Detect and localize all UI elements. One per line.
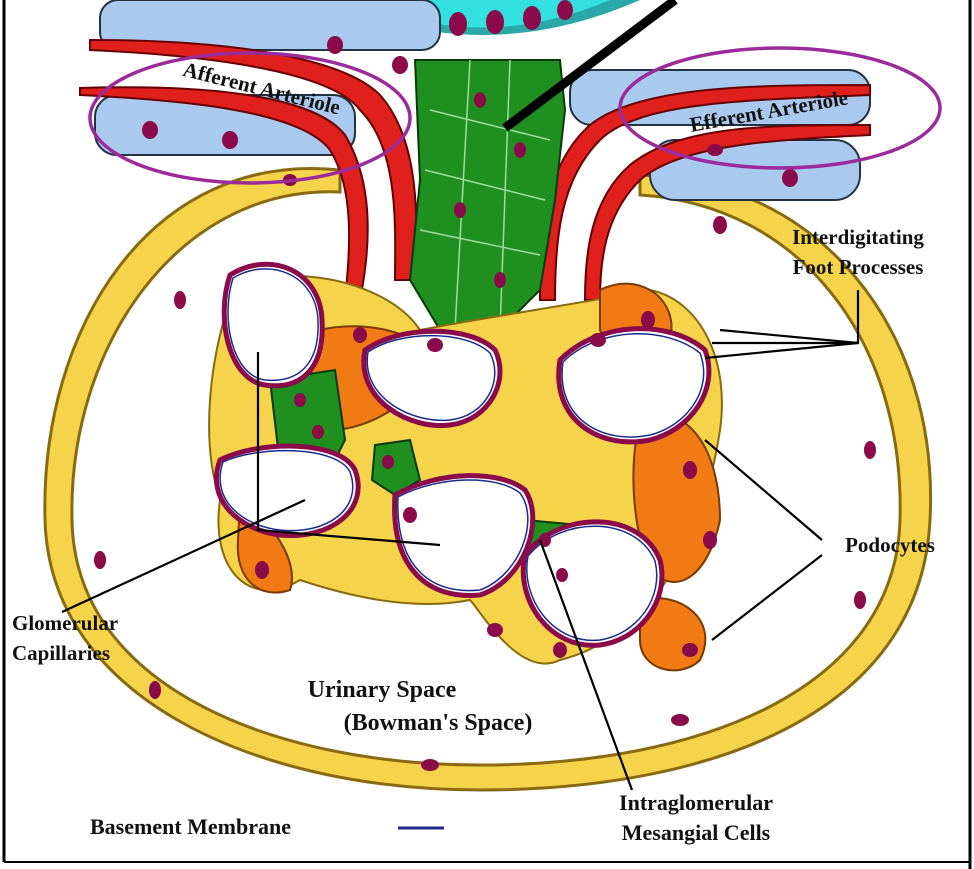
glomerular-label-line2: Capillaries (12, 641, 110, 665)
urinary-space-label: Urinary Space (308, 677, 457, 703)
mesangial-label-line2: Mesangial Cells (622, 820, 771, 845)
interdigitating-label-line1: Interdigitating (792, 225, 924, 249)
interdigitating-label-line2: Foot Processes (793, 255, 924, 279)
basement-membrane-label: Basement Membrane (90, 814, 291, 839)
mesangial-label-line1: Intraglomerular (619, 790, 773, 815)
glomerular-tuft (209, 264, 722, 670)
bowmans-space-label: (Bowman's Space) (344, 710, 533, 736)
podocytes-label: Podocytes (845, 533, 935, 557)
glomerular-label-line1: Glomerular (12, 611, 118, 635)
